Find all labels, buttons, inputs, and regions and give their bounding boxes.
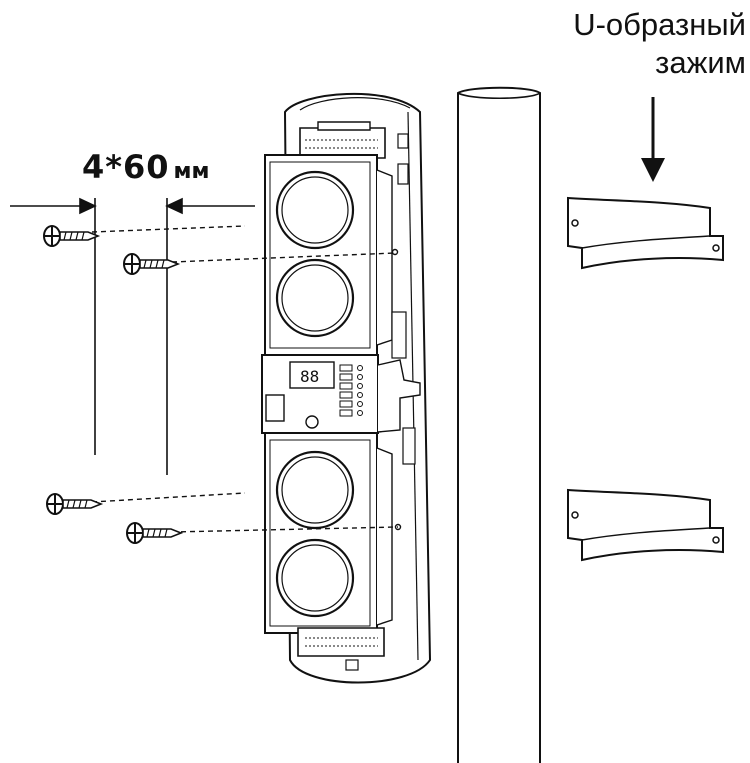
clamp-label-line1: U-образный [573,7,746,42]
u-clamp-bottom [567,489,724,561]
u-clamp-top [567,197,724,269]
lens-2 [275,258,355,338]
clamp-label: U-образный зажим [546,6,746,82]
dimension-unit: мм [173,159,210,184]
lens-3 [275,450,355,530]
mounting-holes [391,248,402,531]
digit-display: 88 [300,367,319,386]
pole [457,86,541,763]
arrow-down-icon [641,97,665,182]
screw-icon [46,493,102,515]
screw-icon [123,253,179,275]
dimension-lines [10,197,255,475]
screw-guide-lines [91,225,399,533]
screw-icon [126,522,182,544]
clamp-label-line2: зажим [655,45,746,80]
screw-icon [43,225,99,247]
lens-4 [275,538,355,618]
dimension-value: 4*60 [82,148,170,186]
lens-1 [275,170,355,250]
